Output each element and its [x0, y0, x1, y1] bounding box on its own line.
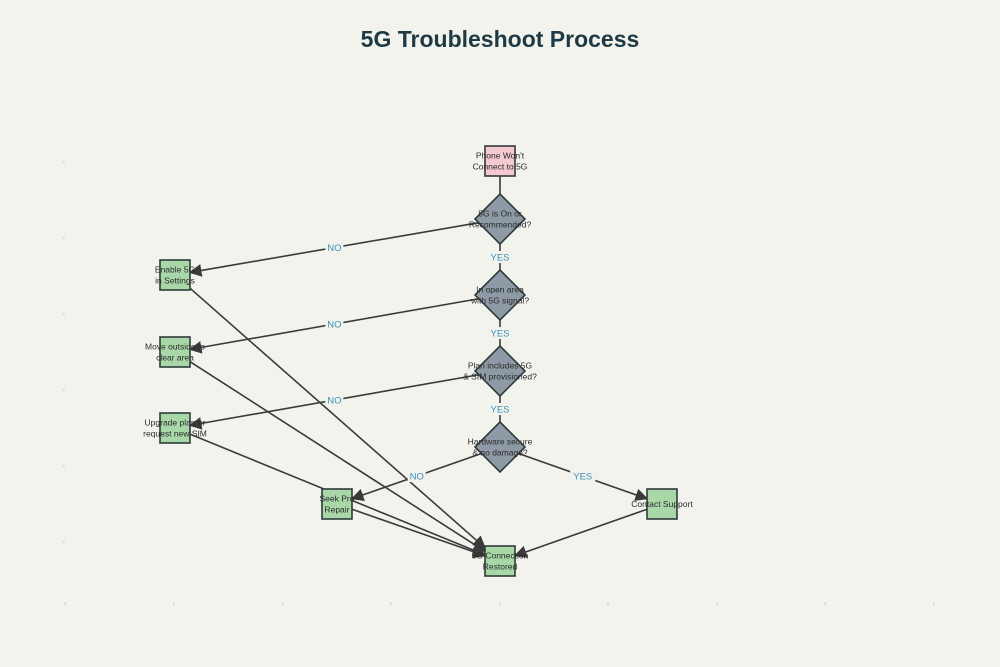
node-label-d4: & no damage? [472, 448, 528, 458]
decision-diamond [473, 268, 527, 322]
node-label-start: Phone Won't [476, 151, 525, 161]
process-box [159, 412, 191, 444]
edge-repair-to-end [351, 508, 487, 558]
node-label-d3: Plan includes 5G [468, 361, 532, 371]
node-d4: Hardware secure& no damage? [468, 420, 533, 474]
node-label-d2: with 5G signal? [470, 296, 529, 306]
edges-layer [188, 176, 649, 558]
node-label-upgrade: request new SIM [143, 429, 207, 439]
edge-label-background [487, 251, 513, 263]
edge-support-to-end [513, 508, 648, 558]
decision-diamond [473, 344, 527, 398]
edge-label-d1-d2: YES [490, 253, 509, 264]
node-label-move: clear area [156, 353, 194, 363]
start-box [484, 145, 516, 177]
node-label-d1: 5G is On or [478, 209, 522, 219]
node-label-start: Connect to 5G [473, 162, 528, 172]
node-label-upgrade: Upgrade plan or [145, 418, 206, 428]
node-label-move: Move outside to [145, 342, 205, 352]
edge-label-d2-d3: YES [490, 329, 509, 340]
edge-label-d4-support: YES [573, 472, 592, 483]
node-d3: Plan includes 5G& SIM provisioned? [463, 344, 537, 398]
node-label-end: 5G Connection [472, 551, 529, 561]
diagram-title: 5G Troubleshoot Process [360, 26, 640, 52]
node-label-repair: Seek Pro [320, 494, 355, 504]
edge-label-d3-upgrade: NO [327, 396, 341, 407]
node-label-d3: & SIM provisioned? [463, 372, 537, 382]
node-label-end: Restored [483, 562, 518, 572]
decision-diamond [473, 420, 527, 474]
process-box [484, 545, 516, 577]
edge-label-background [325, 241, 344, 254]
background-ticks [62, 161, 935, 605]
decision-diamond [473, 192, 527, 246]
node-label-repair: Repair [324, 505, 349, 515]
edge-label-background [325, 318, 344, 331]
edge-move-to-end [189, 360, 487, 553]
node-label-d4: Hardware secure [468, 437, 533, 447]
process-box [159, 336, 191, 368]
process-box [159, 259, 191, 291]
node-label-enable: Enable 5G [155, 265, 195, 275]
edge-label-d2-move: NO [327, 320, 341, 331]
process-box [646, 488, 678, 520]
edge-label-background [487, 403, 513, 415]
node-label-enable: in Settings [155, 276, 195, 286]
node-label-support: Contact Support [631, 499, 693, 509]
edge-labels-layer: NO YES NO YES NO YES NO YES [325, 241, 596, 483]
edge-label-d4-repair: NO [410, 472, 424, 483]
node-support: Contact Support [631, 488, 693, 520]
node-label-d2: In open area [476, 285, 524, 295]
edge-label-d1-enable: NO [327, 243, 341, 254]
edge-label-background [487, 327, 513, 339]
edge-label-d3-d4: YES [490, 405, 509, 416]
edge-label-background [325, 394, 344, 407]
edge-label-background [570, 470, 596, 483]
edge-label-background [407, 470, 426, 483]
edge-enable-to-end [189, 287, 486, 549]
node-label-d1: Recommended? [469, 220, 532, 230]
process-box [321, 488, 353, 520]
